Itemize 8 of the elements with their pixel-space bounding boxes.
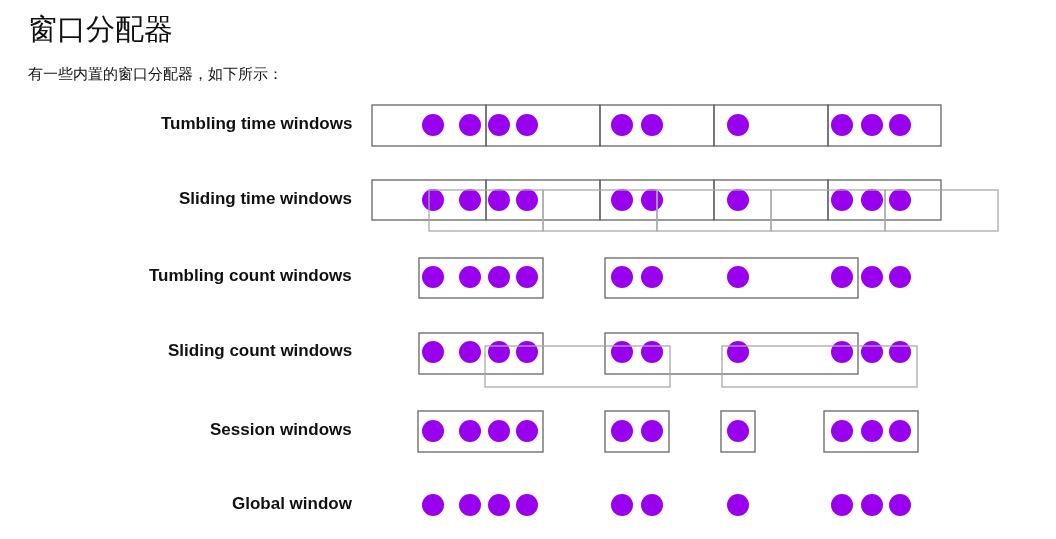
row-label: Tumbling count windows [149,266,352,286]
row-label: Session windows [210,420,352,440]
intro-text: 有一些内置的窗口分配器，如下所示： [28,65,283,84]
row-label: Sliding time windows [179,189,352,209]
page-title: 窗口分配器 [28,11,173,48]
row-label: Global window [232,494,352,514]
row-label: Sliding count windows [168,341,353,361]
row-label: Tumbling time windows [161,114,353,134]
